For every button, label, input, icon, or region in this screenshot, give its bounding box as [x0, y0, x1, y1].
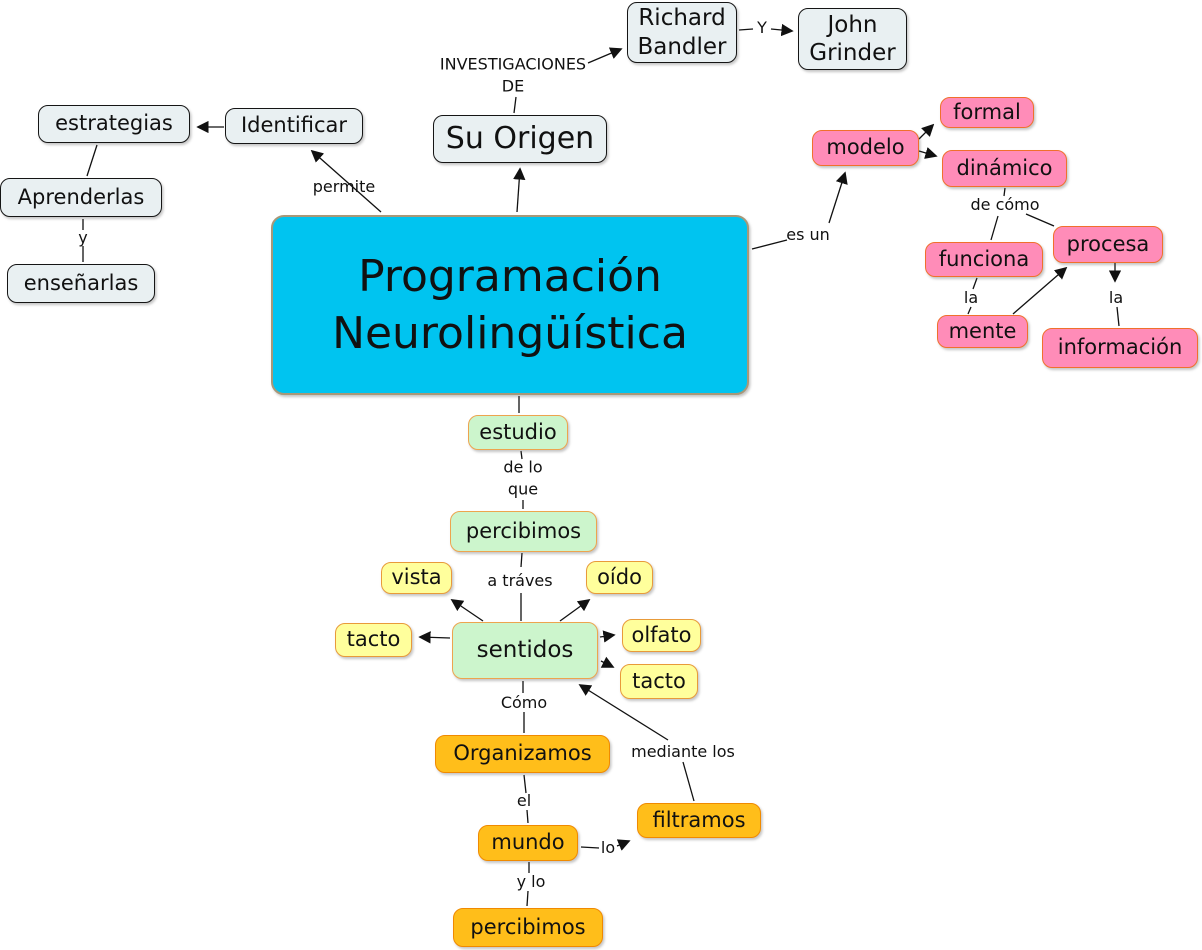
- edge-y-to-john: [770, 23, 794, 37]
- node-estrategias: estrategias: [38, 105, 190, 143]
- edge-organizamos-to-el: [523, 774, 527, 794]
- edge-label-es-un: es un: [786, 224, 830, 244]
- edge-la-to-mente: [967, 306, 972, 315]
- edge-label-de-lo-que: de lo que: [503, 457, 542, 502]
- node-dinamico: dinámico: [942, 150, 1067, 187]
- edge-label-lo: lo: [600, 837, 616, 857]
- edge-richard-to-y: [738, 28, 754, 31]
- node-tacto-izq: tacto: [335, 623, 412, 657]
- node-oido: oído: [586, 561, 653, 594]
- edge-mente-to-procesa: [1012, 266, 1068, 315]
- edge-medianlos-to-filtramos: [682, 761, 695, 802]
- edge-medianlos-to-sentidos: [578, 684, 669, 741]
- edge-percibimos-to-atraves: [520, 552, 523, 568]
- node-funciona: funciona: [925, 242, 1043, 277]
- node-informacion: información: [1042, 328, 1198, 368]
- edge-label-de-lo: de lo: [503, 457, 543, 477]
- edge-sentidos-to-oido: [559, 598, 591, 622]
- node-john-grinder: John Grinder: [798, 8, 907, 70]
- node-main-topic: Programación Neurolingüística: [271, 215, 749, 395]
- edge-label-investigaciones-line2: DE: [501, 77, 525, 96]
- node-identificar: Identificar: [225, 108, 363, 144]
- edge-label-la-mente: la: [963, 287, 979, 307]
- node-modelo: modelo: [812, 130, 919, 166]
- node-aprenderlas: Aprenderlas: [0, 178, 162, 217]
- edge-label-de-como: de cómo: [970, 194, 1040, 214]
- edge-label-investigaciones-line1: INVESTIGACIONES: [439, 54, 587, 74]
- node-filtramos: filtramos: [637, 803, 761, 838]
- edge-investigaciones-to-richard: [587, 47, 623, 64]
- edge-estudio-to-delo: [520, 450, 523, 460]
- edge-funciona-to-la: [972, 277, 978, 290]
- edge-ylo-to-percibimos-final: [526, 890, 529, 907]
- edge-label-y-izq: y: [78, 227, 88, 247]
- edge-label-mediante-los: mediante los: [631, 741, 735, 761]
- edge-main-to-identificar: [310, 149, 382, 213]
- edge-label-y-lo: y lo: [516, 871, 546, 891]
- edge-sentidos-to-vista: [450, 599, 484, 622]
- node-mente: mente: [937, 315, 1028, 348]
- edge-el-to-mundo: [526, 809, 529, 824]
- edge-esun-to-modelo: [828, 171, 848, 224]
- edge-label-investigaciones-de: INVESTIGACIONES DE: [440, 54, 586, 99]
- edge-sentidos-to-tacto-der: [600, 656, 615, 668]
- edge-sentidos-to-olfato: [599, 630, 616, 643]
- edge-la2-to-informacion: [1116, 306, 1120, 327]
- edge-modelo-to-formal: [918, 123, 935, 140]
- node-vista: vista: [381, 562, 452, 594]
- node-percibimos-final: percibimos: [453, 908, 603, 947]
- edge-main-to-esun: [751, 239, 788, 250]
- node-organizamos: Organizamos: [435, 735, 610, 773]
- edge-de-to-su-origen: [513, 96, 517, 114]
- node-sentidos: sentidos: [452, 622, 598, 679]
- edge-dinamico-to-decomo: [1003, 187, 1006, 197]
- edge-label-como: Cómo: [500, 692, 548, 712]
- edge-decomo-to-funciona: [990, 215, 999, 241]
- node-formal: formal: [940, 97, 1034, 128]
- edge-label-y-union: Y: [757, 17, 767, 37]
- node-tacto-der: tacto: [620, 664, 698, 699]
- node-su-origen: Su Origen: [433, 115, 607, 163]
- node-ensenarlas: enseñarlas: [7, 264, 155, 303]
- edge-decomo-to-procesa: [1025, 213, 1055, 227]
- node-procesa: procesa: [1053, 226, 1163, 263]
- edge-modelo-to-dinamico: [918, 147, 938, 159]
- node-percibimos-medio: percibimos: [450, 511, 597, 552]
- node-richard-bandler: Richard Bandler: [627, 2, 737, 63]
- node-estudio: estudio: [468, 415, 568, 450]
- edge-lo-to-filtramos: [616, 839, 631, 851]
- edge-label-a-traves: a tráves: [487, 570, 553, 590]
- edge-sentidos-to-tacto-izq: [418, 631, 451, 644]
- edge-label-el: el: [516, 790, 532, 810]
- node-olfato: olfato: [622, 619, 701, 652]
- edge-mundo-to-lo: [580, 846, 600, 849]
- edge-label-que: que: [507, 480, 539, 499]
- edge-label-permite: permite: [312, 176, 376, 196]
- edge-main-to-su-origen: [513, 167, 526, 213]
- edge-estrategias-to-aprenderlas: [86, 144, 98, 177]
- node-mundo: mundo: [478, 825, 578, 861]
- edge-label-la-informacion: la: [1108, 287, 1124, 307]
